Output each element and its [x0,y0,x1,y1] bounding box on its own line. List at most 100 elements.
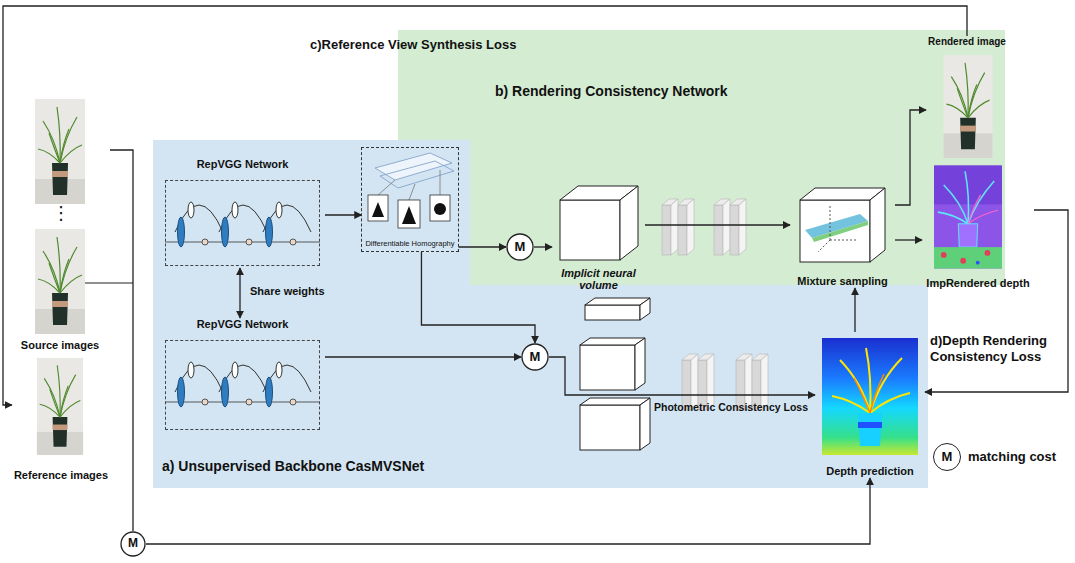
circle-shape [522,344,548,370]
rendered-depth-map [934,166,1002,269]
connector [3,6,967,405]
node-label: M [530,350,541,365]
mixture-cube-part-part [818,240,830,252]
repvgg-illustration-part [165,202,320,247]
region-heading: b) Rendering Consistency Network [495,83,728,99]
reference-photo-part [37,358,83,455]
matching-cost-circle: M [506,233,534,261]
edge-label: d)Depth Rendering Consistency Loss [930,333,1062,364]
node-label: M [128,537,138,551]
homography-illustration-part [378,180,395,195]
homography-illustration-part [440,170,441,195]
conv-blocks-part [678,199,694,255]
homography-illustration-part [430,195,450,221]
node-label: Differentiable Homography [365,240,454,249]
connector [549,357,815,395]
mixture-cube-part [800,200,870,262]
connector [110,150,133,531]
volume-cube: Implicit neural volume [552,183,645,292]
cost-volumes-part [580,345,635,390]
image-frame: Reference images [12,356,110,482]
connector [925,210,1068,392]
network-box: RepVGG Network [160,318,325,432]
legend-text: matching cost [968,449,1056,464]
cost-volumes-part [585,305,640,320]
cost-volumes-part [580,398,650,405]
conv-blocks-part [662,199,678,255]
volume-cube-part [560,186,638,200]
connector [645,224,790,225]
cost-volumes-part [580,405,640,450]
annotation: ⋮ [52,203,70,224]
cost-volumes-part [585,298,650,305]
cost-volumes-part [640,398,650,450]
legend-swatch: M [933,443,961,471]
legend-symbol: M [942,450,953,465]
rendered-photo [943,55,992,158]
depth-map: Depth prediction [815,332,925,478]
matching-cost-circle: M [120,531,146,557]
depth-prediction-map-part [822,338,918,455]
node-label: Mixture sampling [797,275,887,288]
cost-volumes-part [580,338,645,345]
source-photos-part [85,282,133,283]
dashed-frame [165,340,320,430]
mixture-cube-part [818,206,858,252]
volume-cube [560,186,638,260]
sampling-cube: Mixture sampling [790,183,895,288]
homography-illustration-part [434,203,446,215]
homography-illustration [368,153,454,228]
cost-volumes-part [635,338,645,390]
homography-illustration-part [368,195,388,221]
depth-prediction-map [822,338,918,455]
circle-shape [121,532,145,556]
region-heading: a) Unsupervised Backbone CasMVSNet [162,458,424,474]
connector [146,478,870,544]
conv-blocks-part [730,199,746,255]
image-stack: Source images [10,95,110,352]
connector [895,110,926,205]
homography-illustration-part [372,202,384,217]
connector [854,288,855,332]
homography-illustration-part [402,206,416,224]
mixture-cube-part-part [830,240,858,241]
volume-cube-part [620,186,638,260]
connector [325,356,521,357]
mixture-cube [800,188,885,262]
cost-volumes [580,298,650,450]
node-label: Implicit neural volume [552,267,645,292]
edge-label: Share weights [250,285,325,298]
rendered-depth-map-part [934,166,1002,269]
source-photos-part [35,229,85,334]
conv-blocks [662,199,768,410]
circle-shape [507,234,533,260]
rendered-depth: ImpRendered depth [922,162,1034,290]
node-label: RepVGG Network [197,158,289,171]
repvgg-illustration [165,202,320,407]
source-photos-part [35,99,85,204]
dashed-frame [165,180,320,266]
homography-illustration-part [398,200,420,228]
node-label: Source images [21,339,99,352]
connector [895,239,922,240]
connector [421,252,535,343]
node-label: RepVGG Network [197,318,289,331]
connector [534,246,552,247]
annotation: Photometric Consistency Loss [654,401,808,413]
mixture-cube-part [812,221,868,242]
mixture-cube-part [870,188,885,262]
homography-illustration-part [380,161,454,188]
node-label: ImpRendered depth [926,277,1029,290]
connector [325,214,361,215]
source-photos [35,99,133,334]
edge-label: c)Reference View Synthesis Loss [310,37,516,53]
network-box: RepVGG Network [160,158,325,268]
cost-volumes-part [640,298,650,320]
node-label: Rendered image [928,36,1006,48]
homography-illustration-part [409,184,415,200]
homography-illustration-part [375,153,452,180]
mixture-cube-part-part [830,206,831,240]
rendering-region: b) Rendering Consistency NetworkMImplici… [470,30,1005,285]
repvgg-illustration-part [165,362,320,407]
